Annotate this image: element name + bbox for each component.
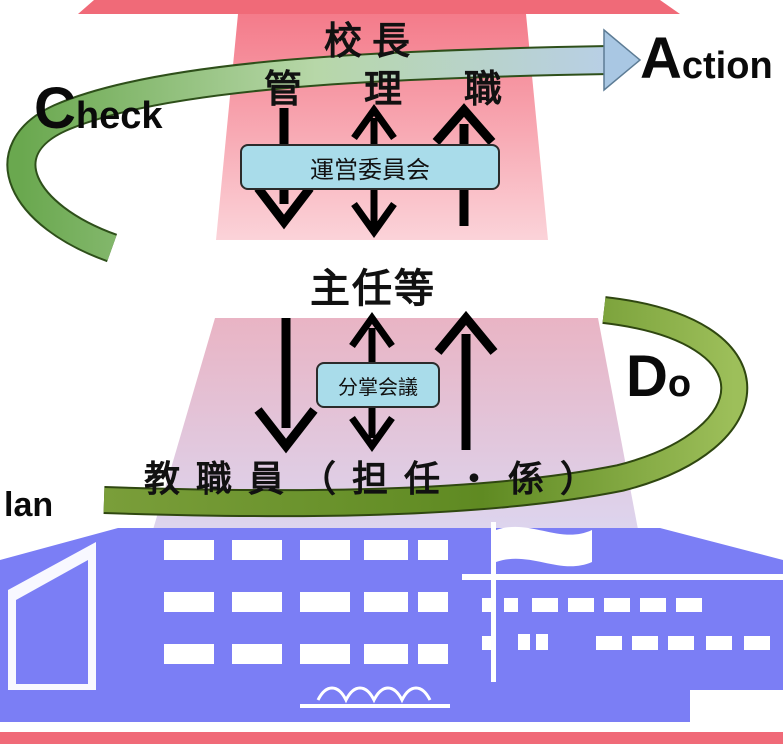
cycle-arrow-check-action <box>6 28 642 263</box>
steering-committee-label: 運営委員会 <box>310 155 430 184</box>
lower-arrows <box>254 310 498 454</box>
check-label: Check <box>34 76 163 141</box>
division-meeting-box: 分掌会議 <box>316 362 440 408</box>
flagpole <box>491 522 496 682</box>
building-illustration <box>0 522 783 722</box>
building-windows <box>164 540 770 664</box>
principal-label: 校長 <box>324 19 421 63</box>
flag-icon <box>496 526 592 567</box>
division-meeting-label: 分掌会議 <box>338 374 418 399</box>
steering-committee-box: 運営委員会 <box>240 144 500 190</box>
top-border-strip <box>78 0 680 14</box>
plan-label: lan <box>4 486 54 524</box>
management-label: 管 理 職 <box>264 67 515 111</box>
bottom-border-strip <box>0 732 783 744</box>
entrance-decoration <box>316 686 432 704</box>
chief-label: 主任等 <box>310 266 436 312</box>
action-label: Action <box>640 26 773 91</box>
staff-label: 教職員（担任・係） <box>144 459 613 500</box>
do-label: Do <box>626 344 692 409</box>
cycle-arrow-do-plan <box>103 296 749 518</box>
action-arrowhead <box>603 28 642 92</box>
